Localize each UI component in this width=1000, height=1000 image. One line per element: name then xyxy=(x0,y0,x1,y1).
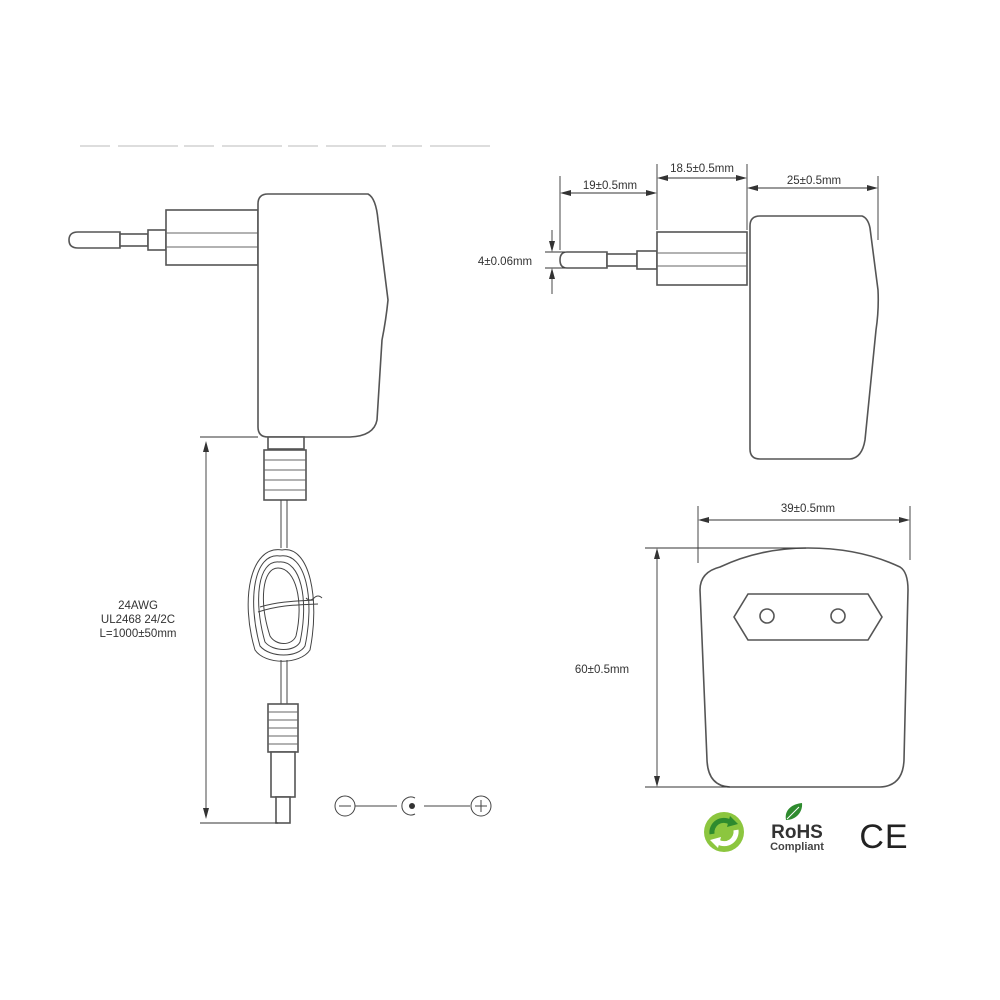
dc-barrel-plug xyxy=(270,751,296,824)
cable-length-dimension xyxy=(200,436,278,824)
front-view-dimensions xyxy=(645,506,911,788)
socket-pin-hole-right xyxy=(830,608,846,624)
ce-mark: CE xyxy=(859,818,908,856)
positive-terminal-icon xyxy=(470,795,492,817)
rohs-title: RoHS xyxy=(771,822,823,843)
plug-base-left xyxy=(165,209,259,266)
adapter-body-right xyxy=(749,215,880,460)
adapter-side-view xyxy=(68,193,389,824)
plug-pin-left xyxy=(68,229,167,251)
body-width-label: 39±0.5mm xyxy=(781,503,835,515)
body-depth-label: 25±0.5mm xyxy=(787,175,841,187)
center-positive-icon xyxy=(401,796,416,816)
adapter-profile-view xyxy=(559,215,880,460)
socket-outline xyxy=(733,593,883,641)
strain-relief-bottom xyxy=(267,703,299,753)
green-dot-icon xyxy=(704,812,744,852)
coiled-cable xyxy=(247,549,323,662)
adapter-front-view xyxy=(699,547,909,788)
rohs-subtitle: Compliant xyxy=(770,841,824,853)
top-dimensions xyxy=(545,164,879,294)
plug-base-right xyxy=(656,231,748,286)
adapter-body-left xyxy=(257,193,389,438)
pin-diameter-label: 4±0.06mm xyxy=(478,256,532,268)
cable-gauge-label: 24AWG xyxy=(118,600,158,612)
body-height-label: 60±0.5mm xyxy=(575,664,629,676)
strain-relief-top xyxy=(263,449,307,501)
polarity-diagram xyxy=(334,795,492,817)
plug-base-width-label: 18.5±0.5mm xyxy=(670,163,734,175)
cable-standard-label: UL2468 24/2C xyxy=(101,614,175,626)
cable-collar xyxy=(267,436,305,450)
pin-length-label: 19±0.5mm xyxy=(583,180,637,192)
leaf-icon xyxy=(785,803,803,820)
socket-pin-hole-left xyxy=(759,608,775,624)
cable-length-label: L=1000±50mm xyxy=(100,628,177,640)
